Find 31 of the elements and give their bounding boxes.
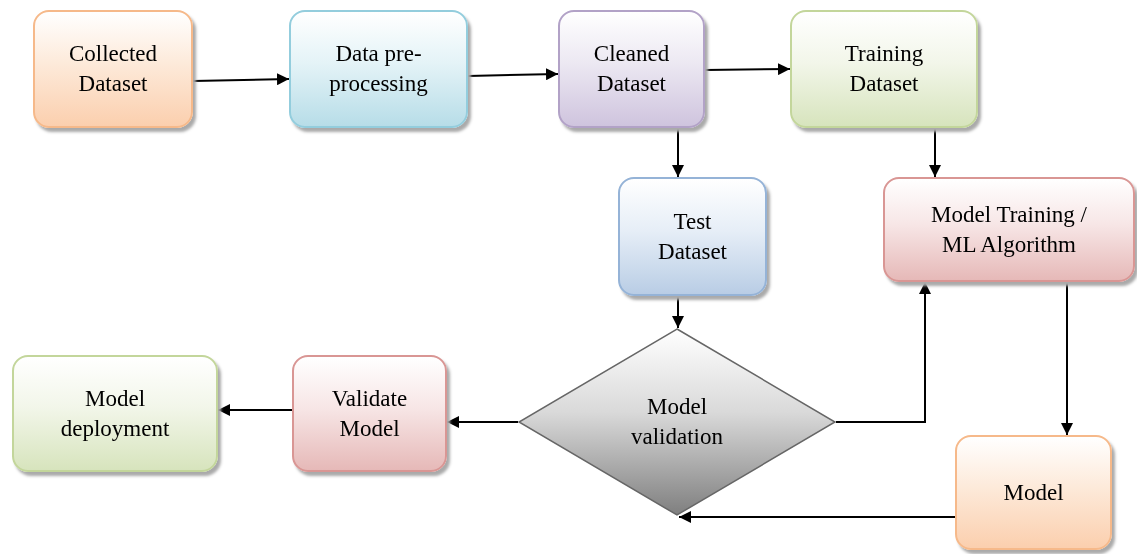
process-box bbox=[883, 177, 1135, 282]
arrow bbox=[217, 404, 293, 416]
node-label: Data pre-processing bbox=[328, 40, 429, 98]
process-box bbox=[33, 10, 193, 128]
node-label: Model Training / ML Algorithm bbox=[930, 200, 1088, 259]
process-box bbox=[292, 355, 447, 472]
node-label: Training Dataset bbox=[843, 40, 925, 98]
process-box bbox=[289, 10, 468, 128]
arrow bbox=[929, 127, 941, 178]
arrow bbox=[672, 295, 684, 329]
node-label: Cleaned Dataset bbox=[592, 40, 671, 98]
process-box bbox=[12, 355, 218, 472]
node-label: Model validation bbox=[630, 393, 724, 451]
arrow bbox=[678, 511, 956, 523]
arrow bbox=[446, 416, 519, 428]
process-box bbox=[790, 10, 978, 128]
node-label: Model bbox=[1003, 478, 1064, 507]
decision-diamond bbox=[518, 328, 836, 516]
arrow bbox=[704, 63, 791, 76]
node-label: Test Dataset bbox=[657, 207, 728, 266]
arrow bbox=[1061, 281, 1073, 436]
arrow bbox=[672, 127, 684, 178]
arrow bbox=[192, 73, 290, 86]
process-box bbox=[558, 10, 705, 128]
process-box bbox=[618, 177, 767, 296]
node-label: Validate Model bbox=[330, 384, 409, 443]
node-label: Model deployment bbox=[59, 384, 171, 443]
arrow bbox=[467, 68, 559, 81]
process-box bbox=[955, 435, 1112, 550]
arrow bbox=[835, 281, 931, 423]
node-label: Collected Dataset bbox=[67, 40, 159, 98]
